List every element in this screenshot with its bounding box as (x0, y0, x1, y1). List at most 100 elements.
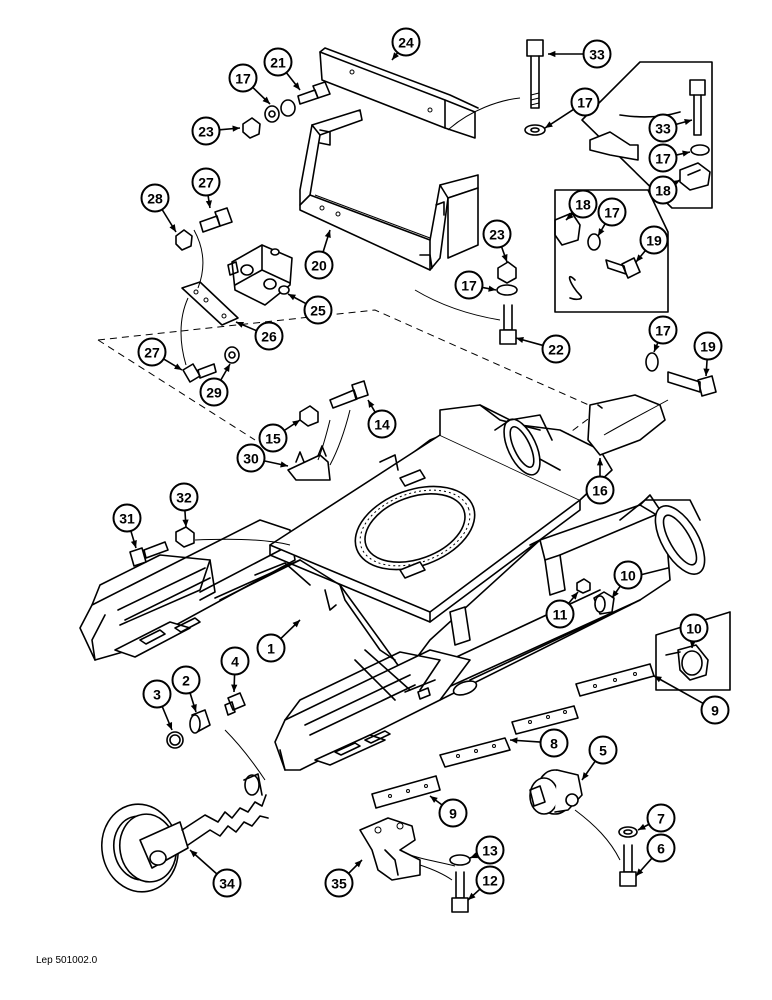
callout-33: 33 (548, 39, 612, 69)
callout-circle (263, 47, 293, 77)
callout-circle (613, 560, 643, 590)
callout-circle (582, 39, 612, 69)
callout-7: 7 (637, 803, 676, 833)
callout-arrowhead (130, 540, 137, 548)
callout-number: 2 (182, 673, 190, 689)
callout-arrowhead (636, 254, 644, 262)
callout-arrowhead (190, 850, 198, 858)
callout-number: 19 (646, 233, 662, 249)
callout-arrowhead (324, 230, 331, 238)
track-guide-bracket (359, 817, 421, 881)
callout-number: 22 (548, 342, 564, 358)
callout-circle (648, 175, 678, 205)
callout-number: 9 (711, 703, 719, 719)
callout-number: 6 (657, 841, 665, 857)
mounting-box (299, 109, 479, 271)
callout-circle (191, 167, 221, 197)
callout-circle (199, 377, 229, 407)
callout-4: 4 (220, 646, 250, 693)
callout-17: 17 (597, 197, 627, 237)
callout-number: 5 (599, 743, 607, 759)
callout-number: 24 (398, 35, 414, 51)
callout-9: 9 (653, 675, 730, 725)
callout-13: 13 (469, 835, 505, 865)
callout-number: 19 (700, 339, 716, 355)
callout-32: 32 (169, 482, 199, 528)
callout-circle (700, 695, 730, 725)
callout-21: 21 (263, 47, 301, 91)
callout-arrowhead (516, 336, 524, 343)
callout-circle (324, 868, 354, 898)
callout-circle (646, 803, 676, 833)
callout-arrowhead (288, 294, 296, 301)
callout-number: 17 (235, 71, 251, 87)
callout-number: 1 (267, 641, 275, 657)
callout-circle (140, 183, 170, 213)
callout-arrowhead (566, 212, 574, 220)
callout-24: 24 (391, 27, 421, 61)
callout-1: 1 (256, 619, 301, 663)
callout-circle (212, 868, 242, 898)
callout-34: 34 (189, 849, 242, 898)
callout-35: 35 (324, 859, 363, 898)
callout-arrowhead (468, 892, 476, 900)
callout-17: 17 (228, 63, 271, 105)
callout-9: 9 (429, 795, 468, 828)
callout-arrowhead (510, 737, 518, 744)
callout-arrowhead (223, 364, 230, 372)
callout-circle (693, 331, 723, 361)
callout-circle (236, 443, 266, 473)
callout-number: 30 (243, 451, 259, 467)
callout-arrowhead (354, 860, 362, 868)
callout-16: 16 (585, 458, 615, 505)
callout-29: 29 (199, 363, 231, 407)
callout-circle (570, 87, 600, 117)
callout-23: 23 (482, 219, 512, 263)
callout-number: 29 (206, 385, 222, 401)
callout-circle (256, 633, 286, 663)
callout-circle (258, 423, 288, 453)
callout-arrowhead (292, 82, 300, 90)
callout-number: 4 (231, 654, 239, 670)
callout-circle (303, 295, 333, 325)
callout-arrowhead (236, 322, 244, 328)
callout-arrowhead (292, 620, 300, 628)
callout-arrowhead (169, 224, 176, 232)
valve-mounting-plate (181, 281, 239, 326)
callout-arrowhead (570, 592, 578, 600)
callout-arrowhead (548, 50, 556, 58)
callout-number: 26 (261, 329, 277, 345)
callout-number: 8 (550, 736, 558, 752)
callout-12: 12 (467, 865, 505, 901)
callout-circle (367, 409, 397, 439)
callout-17: 17 (648, 143, 691, 173)
callout-arrowhead (262, 96, 270, 104)
assembly-lines (180, 97, 669, 881)
callout-arrowhead (280, 461, 288, 468)
callout-arrowhead (654, 676, 662, 683)
callout-3: 3 (142, 679, 173, 731)
callout-17: 17 (454, 270, 497, 300)
callout-number: 20 (311, 258, 327, 274)
callout-arrowhead (174, 363, 182, 370)
callout-number: 11 (553, 607, 568, 623)
callout-arrowhead (392, 52, 399, 60)
callout-number: 16 (592, 483, 608, 499)
callout-arrowhead (612, 590, 619, 598)
callout-arrowhead (545, 121, 553, 128)
callout-arrowhead (501, 254, 508, 262)
callout-circle (539, 728, 569, 758)
callout-arrowhead (488, 285, 496, 292)
callout-number: 33 (655, 121, 671, 137)
callout-27: 27 (137, 337, 183, 371)
callout-arrowhead (596, 458, 604, 466)
callout-circle (648, 113, 678, 143)
callout-arrowhead (231, 684, 238, 692)
callout-circle (171, 665, 201, 695)
callout-number: 33 (589, 47, 605, 63)
callout-circle (646, 833, 676, 863)
callout-arrowhead (653, 344, 660, 352)
callout-number: 23 (198, 124, 214, 140)
callout-arrowhead (430, 796, 438, 803)
